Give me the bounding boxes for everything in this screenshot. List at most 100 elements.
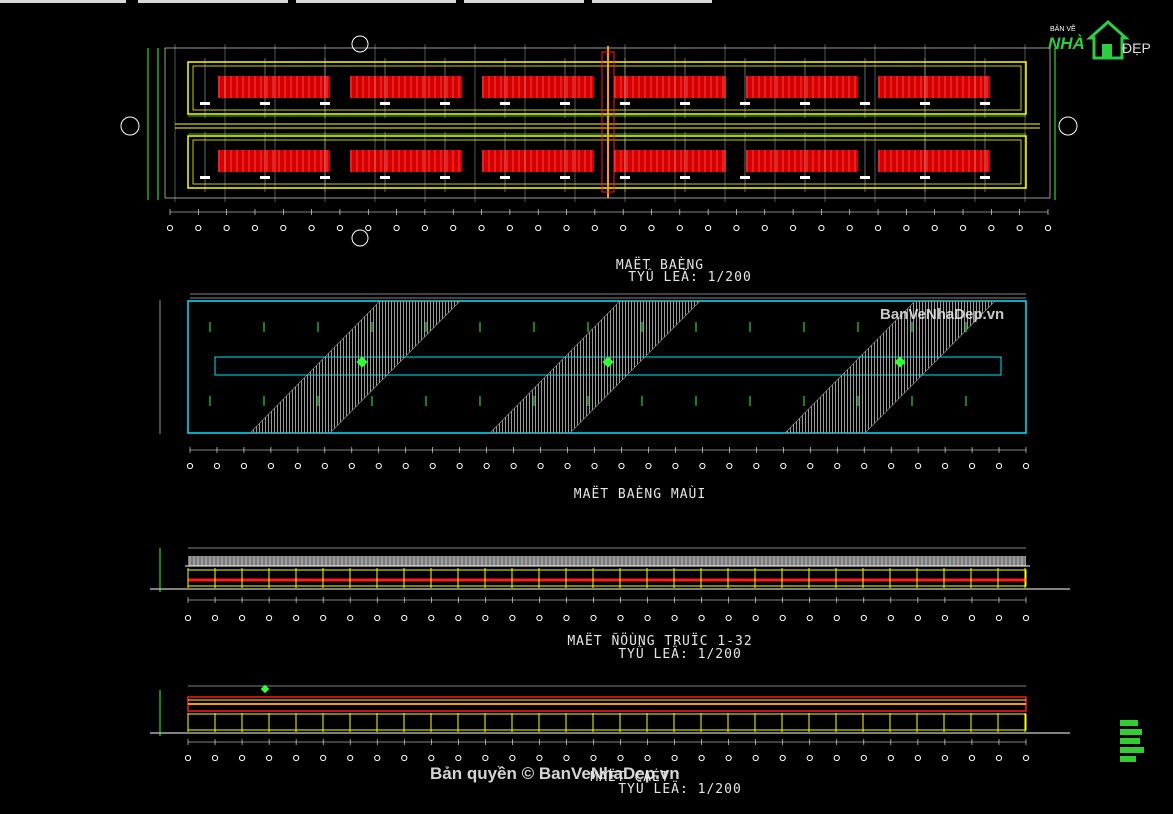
section-marker bbox=[351, 229, 369, 247]
grid-axis-bubble bbox=[725, 614, 732, 622]
grid-axis-bubble bbox=[590, 754, 597, 762]
grid-axis-bubble bbox=[644, 754, 651, 762]
grid-axis-bubble bbox=[455, 614, 462, 622]
grid-axis-bubble bbox=[995, 462, 1003, 470]
note-line bbox=[1120, 738, 1140, 744]
grid-axis-bubble bbox=[617, 614, 624, 622]
grid-axis-bubble bbox=[223, 224, 230, 232]
grid-axis-bubble bbox=[807, 462, 814, 470]
grid-axis-bubble bbox=[211, 614, 219, 622]
grid-axis-bubble bbox=[563, 614, 570, 622]
section-marker bbox=[120, 116, 140, 136]
grid-axis-bubble bbox=[308, 224, 315, 232]
bed-block bbox=[614, 150, 726, 172]
site-logo[interactable]: BẢN VẼ NHÀ ĐẸP bbox=[1046, 16, 1164, 64]
grid-axis-bubble bbox=[941, 754, 949, 762]
label-tag bbox=[680, 102, 690, 105]
logo-line2: NHÀ bbox=[1048, 34, 1085, 53]
grid-axis-bubble bbox=[1022, 614, 1030, 622]
grid-axis-bubble bbox=[699, 462, 706, 470]
grid-axis-bubble bbox=[779, 614, 786, 622]
floor-plan-scale: TYÛ LEÄ: 1/200 bbox=[628, 270, 752, 285]
grid-axis-bubble bbox=[726, 462, 733, 470]
label-tag bbox=[560, 102, 570, 105]
label-tag bbox=[440, 176, 450, 179]
roof-skylight-hatch bbox=[784, 300, 996, 434]
grid-axis-bubble bbox=[374, 754, 381, 762]
drawing-tab[interactable] bbox=[464, 0, 584, 3]
grid-axis-bubble bbox=[483, 462, 490, 470]
note-line bbox=[1120, 720, 1138, 726]
bed-block bbox=[614, 76, 726, 98]
grid-axis-bubble bbox=[265, 614, 273, 622]
grid-axis-bubble bbox=[620, 224, 627, 232]
grid-axis-bubble bbox=[591, 462, 598, 470]
grid-axis-bubble bbox=[874, 224, 882, 232]
bed-block bbox=[482, 76, 594, 98]
level-marker bbox=[260, 684, 270, 694]
grid-axis-bubble bbox=[509, 614, 516, 622]
label-tag bbox=[260, 102, 270, 105]
grid-axis-bubble bbox=[676, 224, 683, 232]
center-stair bbox=[601, 51, 615, 193]
grid-axis-bubble bbox=[478, 224, 485, 232]
label-tag bbox=[380, 176, 390, 179]
grid-axis-bubble bbox=[536, 754, 543, 762]
label-tag bbox=[980, 102, 990, 105]
bed-block bbox=[482, 150, 594, 172]
roof-outline bbox=[187, 300, 1027, 434]
front-elevation-drawing bbox=[150, 547, 1070, 622]
grid-axis-bubble bbox=[888, 462, 895, 470]
grid-axis-bubble bbox=[267, 462, 275, 470]
grid-axis-bubble bbox=[806, 754, 813, 762]
grid-axis-bubble bbox=[456, 462, 463, 470]
label-tag bbox=[800, 102, 810, 105]
label-tag bbox=[380, 102, 390, 105]
grid-axis-bubble bbox=[861, 462, 868, 470]
floor-plan-drawing bbox=[120, 35, 1078, 247]
grid-axis-bubble bbox=[752, 614, 759, 622]
label-tag bbox=[800, 176, 810, 179]
elevation-wall bbox=[187, 569, 1027, 587]
grid-axis-bubble bbox=[429, 462, 436, 470]
grid-axis-bubble bbox=[789, 224, 797, 232]
drawing-tab[interactable] bbox=[0, 0, 126, 3]
grid-axis-bubble bbox=[482, 614, 489, 622]
grid-axis-bubble bbox=[833, 614, 840, 622]
label-tag bbox=[740, 102, 750, 105]
grid-axis-bubble bbox=[421, 224, 429, 232]
drawing-tab[interactable] bbox=[138, 0, 288, 3]
label-tag bbox=[200, 176, 210, 179]
drawing-tab[interactable] bbox=[592, 0, 712, 3]
grid-axis-bubble bbox=[455, 754, 462, 762]
label-tag bbox=[260, 176, 270, 179]
drawing-tab[interactable] bbox=[296, 0, 456, 3]
grid-axis-bubble bbox=[941, 614, 949, 622]
grid-axis-bubble bbox=[834, 462, 841, 470]
grid-axis-bubble bbox=[860, 754, 867, 762]
grid-axis-bubble bbox=[428, 754, 435, 762]
grid-axis-bubble bbox=[293, 754, 300, 762]
grid-axis-bubble bbox=[995, 614, 1003, 622]
bed-block bbox=[218, 76, 330, 98]
grid-axis-bubble bbox=[211, 754, 219, 762]
grid-axis-bubble bbox=[818, 224, 825, 232]
front-elevation-title: MAËT ÑÖÙNG TRUÏC 1-32 bbox=[567, 634, 753, 649]
grid-axis-bubble bbox=[537, 462, 544, 470]
side-elevation-drawing bbox=[150, 684, 1070, 762]
grid-axis-bubble bbox=[968, 462, 976, 470]
grid-axis-bubble bbox=[1044, 224, 1052, 232]
grid-axis-bubble bbox=[590, 614, 597, 622]
bed-block bbox=[878, 76, 990, 98]
grid-axis-bubble bbox=[914, 614, 921, 622]
grid-axis-bubble bbox=[914, 754, 921, 762]
grid-axis-bubble bbox=[645, 462, 652, 470]
grid-axis-bubble bbox=[648, 224, 655, 232]
grid-axis-bubble bbox=[752, 754, 759, 762]
grid-axis-bubble bbox=[644, 614, 651, 622]
bed-block bbox=[746, 76, 858, 98]
label-tag bbox=[860, 176, 870, 179]
grid-axis-bubble bbox=[166, 224, 174, 232]
roof-vent bbox=[894, 356, 906, 368]
